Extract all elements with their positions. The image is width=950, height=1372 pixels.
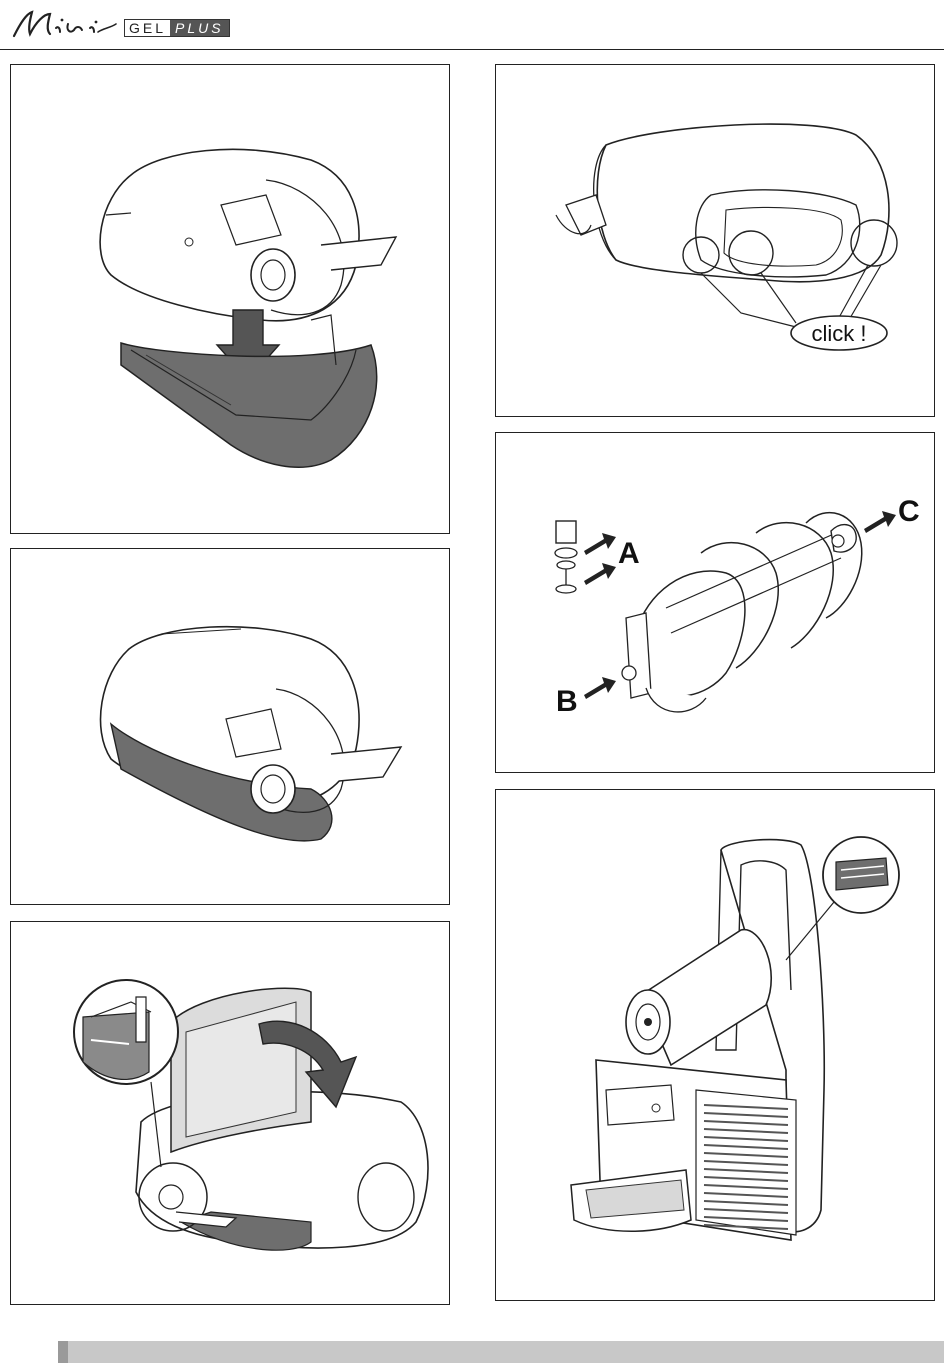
figure-machine-assembly [496,790,936,1302]
figure-panel-5: A B C [495,432,935,773]
figure-cylinder-insert [11,65,451,535]
brand-plus-text: PLUS [170,20,229,36]
label-c: C [898,495,920,528]
page-header: GEL PLUS [0,0,950,52]
header-divider [0,49,944,50]
label-b: B [556,685,578,718]
figure-panel-3 [10,921,450,1305]
figure-cover-close [11,922,451,1306]
footer-accent [58,1341,68,1363]
figure-panel-1 [10,64,450,534]
click-callout-text: click ! [812,321,867,346]
figure-panel-2 [10,548,450,905]
brand-script-logo [10,6,120,42]
footer-bar [58,1341,944,1363]
figure-cylinder-seated [11,549,451,906]
figure-panel-4: click ! [495,64,935,417]
figure-auger-parts: A B C [496,433,936,774]
figure-panel-6 [495,789,935,1301]
brand-wordmark: GEL PLUS [124,19,230,37]
figure-rear-click: click ! [496,65,936,418]
brand-gel-text: GEL [125,20,170,36]
label-a: A [618,537,640,570]
